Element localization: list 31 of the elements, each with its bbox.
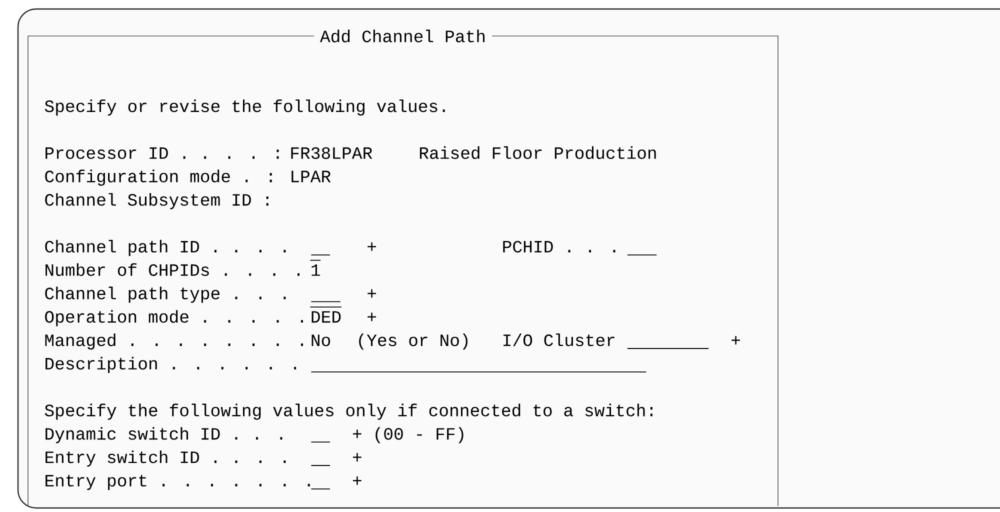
screen-text: Number of CHPIDs . . . . (46, 263, 300, 276)
screen-text: Channel Subsystem ID : (45, 193, 268, 210)
screen-text: FR38LPAR (291, 147, 372, 159)
screen-text: Operation mode . . . . . (45, 310, 303, 326)
screen-text: + (368, 242, 376, 251)
screen-text: Channel path ID . . . . (45, 240, 286, 256)
screen-text: Entry port . . . . . . . (46, 474, 310, 490)
screen-text: Specify or revise the following values. (44, 99, 445, 116)
screen-text: I/O Cluster (504, 333, 614, 346)
screen-text: + (368, 289, 376, 298)
screen-text: Raised Floor Production (420, 146, 656, 160)
screen-text: Managed . . . . . . . . (45, 333, 303, 350)
screen-text: Dynamic switch ID . . . (46, 427, 282, 444)
screen-text: Configuration mode . : (45, 170, 272, 186)
screen-text: Processor ID . . . . : (46, 147, 279, 159)
screen-text: No (312, 334, 330, 346)
screen-text: Channel path type . . . (45, 286, 286, 303)
field-value: 1 (310, 260, 322, 276)
screen-text: + (368, 312, 376, 322)
screen-text: Description . . . . . . (46, 356, 296, 373)
screen-text: + (352, 453, 362, 462)
screen-text: + (732, 336, 740, 344)
node-label: Add Channel Path (320, 30, 485, 42)
screen-text: + (00 - FF) (352, 427, 464, 444)
screen-text: (Yes or No) (359, 333, 468, 350)
screen-text: Specify the following values only if connected to a switch: (44, 404, 652, 420)
screen-text: Entry switch ID . . . . (46, 450, 286, 467)
screen-text: + (352, 476, 362, 485)
screen-text: PCHID . . . (503, 240, 616, 253)
screen-text: LPAR (292, 170, 331, 182)
field-value: DED (310, 306, 342, 323)
